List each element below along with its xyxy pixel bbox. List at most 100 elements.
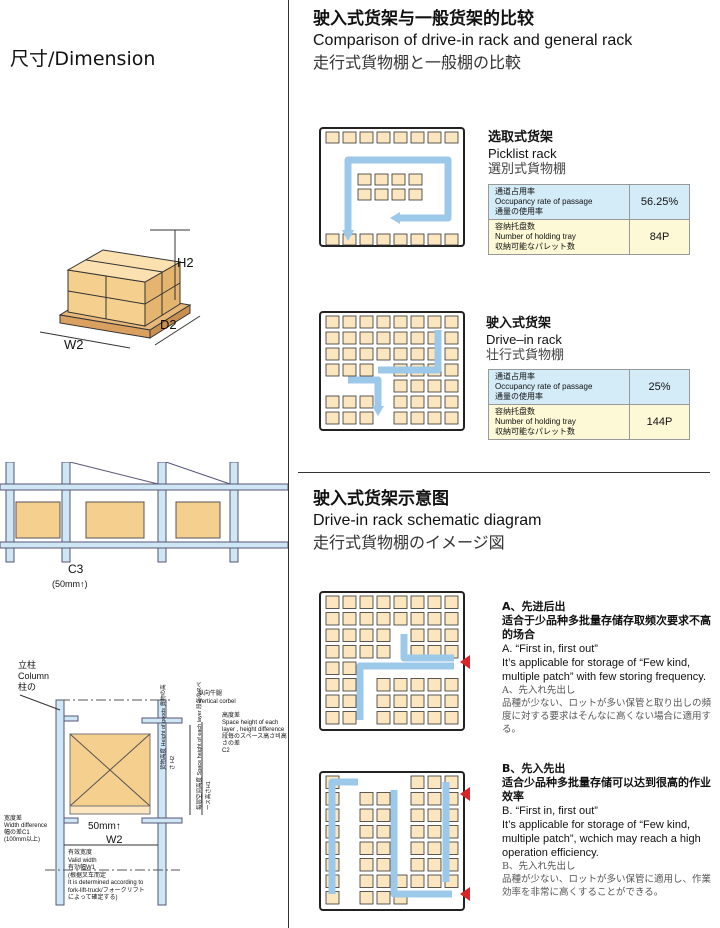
pallet-slot xyxy=(325,331,340,345)
pallet-slot xyxy=(376,858,391,872)
c3-note: (50mm↑) xyxy=(52,579,88,589)
pallet-slot xyxy=(444,395,459,409)
pallet-slot xyxy=(427,825,442,839)
a-en-head: A. “First in, first out” xyxy=(502,643,598,655)
comparison-title-en: Comparison of drive-in rack and general … xyxy=(313,32,633,49)
pallet-slot xyxy=(408,173,423,186)
pallet-slot xyxy=(342,395,357,409)
column-en: Column xyxy=(18,671,50,681)
pallet-slot xyxy=(393,395,408,409)
pallet-slot xyxy=(359,411,374,425)
dimension-title: 尺寸/Dimension xyxy=(10,48,156,70)
height-diff-en: Space height of each layer , height diff… xyxy=(222,720,285,733)
w2-label: W2 xyxy=(64,337,84,352)
fifo-a-arrow xyxy=(356,662,454,720)
pallet-slot xyxy=(376,331,391,345)
pallet-slot xyxy=(359,331,374,345)
pallet-slot xyxy=(427,411,442,425)
pallet-slot xyxy=(376,347,391,361)
picklist-name-en: Picklist rack xyxy=(488,146,557,161)
comparison-title-cn: 驶入式货架与一般货架的比较 xyxy=(313,9,534,29)
row-jp: 収納可能なパレット数 xyxy=(495,242,575,251)
horizontal-divider xyxy=(298,472,710,473)
pallet-slot xyxy=(427,792,442,806)
pallet-slot xyxy=(359,874,374,888)
pallet-slot xyxy=(444,233,459,246)
pallet-slot xyxy=(427,612,442,626)
pallet-slot xyxy=(410,612,425,626)
c3-label: C3 xyxy=(68,562,84,576)
width-diff-jp: 幅の差C1 xyxy=(4,830,30,836)
a-cn: 适合于少品种多批量存储存取频次要求不高的场合 xyxy=(502,614,711,641)
goods-height-label: 货物高度 Height of goods 貨物の高さ H2 xyxy=(161,684,176,770)
pallet-slot xyxy=(393,347,408,361)
picklist-route-arrow xyxy=(344,156,452,236)
valid-note-en: It is determined according to xyxy=(68,880,144,886)
pallet-slot xyxy=(342,347,357,361)
pallet-slot xyxy=(359,233,374,246)
a-head: A、先进后出 xyxy=(502,600,566,613)
pallet-slot xyxy=(444,628,459,642)
rack-frame xyxy=(319,127,465,247)
pallet-slot xyxy=(359,825,374,839)
pallet-slot xyxy=(410,858,425,872)
pallet-slot xyxy=(427,379,442,393)
pallet-slot xyxy=(325,661,340,675)
comparison-title-jp: 走行式貨物棚と一般棚の比較 xyxy=(313,53,522,72)
pallet-slot xyxy=(342,694,357,708)
pallet-slot xyxy=(376,645,391,659)
pallet-slot xyxy=(325,678,340,692)
pallet-slot xyxy=(359,595,374,609)
a-jp: 品種が少ない、ロットが多い保管と取り出しの頻度に対する要求はそんなに高くない場合… xyxy=(502,698,712,735)
width-diff-en: Width difference xyxy=(4,823,48,829)
layer-height-label: 每层空间高度 Space height of each layer 段毎のスペー… xyxy=(197,681,212,810)
pallet-slot xyxy=(410,628,425,642)
row-en: Number of holding tray xyxy=(495,232,576,241)
comparison-heading: 驶入式货架与一般货架的比较 Comparison of drive-in rac… xyxy=(313,8,632,74)
row-value: 25% xyxy=(629,369,690,405)
row-value: 56.25% xyxy=(629,184,690,220)
drivein-name-cn: 驶入式货架 xyxy=(486,316,552,331)
width-diff-cn: 宽度差 xyxy=(4,816,23,822)
drivein-heading: 驶入式货架 Drive–in rack 壮行式貨物棚 xyxy=(486,316,564,364)
pallet-slot xyxy=(444,678,459,692)
valid-cn: 有效宽度 xyxy=(68,850,93,856)
pallet-slot xyxy=(359,628,374,642)
pallet-slot xyxy=(376,874,391,888)
entry-marker-icon xyxy=(460,887,470,901)
pallet-slot xyxy=(410,711,425,725)
pallet-slot xyxy=(410,694,425,708)
width-diff-note: (100mm以上) xyxy=(4,837,41,843)
pallet-slot xyxy=(444,331,459,345)
pallet-slot xyxy=(393,315,408,329)
pallet-slot xyxy=(427,233,442,246)
pallet-illustration xyxy=(39,229,201,349)
w2-dim-label: W2 xyxy=(106,834,123,846)
pallet-slot xyxy=(342,331,357,345)
pallet-slot xyxy=(376,792,391,806)
schematic-heading: 驶入式货架示意图 Drive-in rack schematic diagram… xyxy=(313,488,542,554)
rack-section-illustration xyxy=(0,462,288,563)
pallet-slot xyxy=(410,595,425,609)
pallet-slot xyxy=(342,131,357,144)
pallet-slot xyxy=(393,612,408,626)
pallet-slot xyxy=(410,411,425,425)
pallet-slot xyxy=(325,131,340,144)
pallet-slot xyxy=(410,775,425,789)
corbel-en: Vertical corbel xyxy=(198,699,236,705)
pallet-slot xyxy=(444,347,459,361)
drivein-name-jp: 壮行式貨物棚 xyxy=(486,348,565,363)
b-head: B、先入先出 xyxy=(502,762,566,775)
pallet-slot xyxy=(376,233,391,246)
schematic-title-cn: 驶入式货架示意图 xyxy=(313,489,449,509)
pallet-slot xyxy=(342,711,357,725)
pallet-slot xyxy=(357,188,372,201)
pallet-slot xyxy=(408,188,423,201)
